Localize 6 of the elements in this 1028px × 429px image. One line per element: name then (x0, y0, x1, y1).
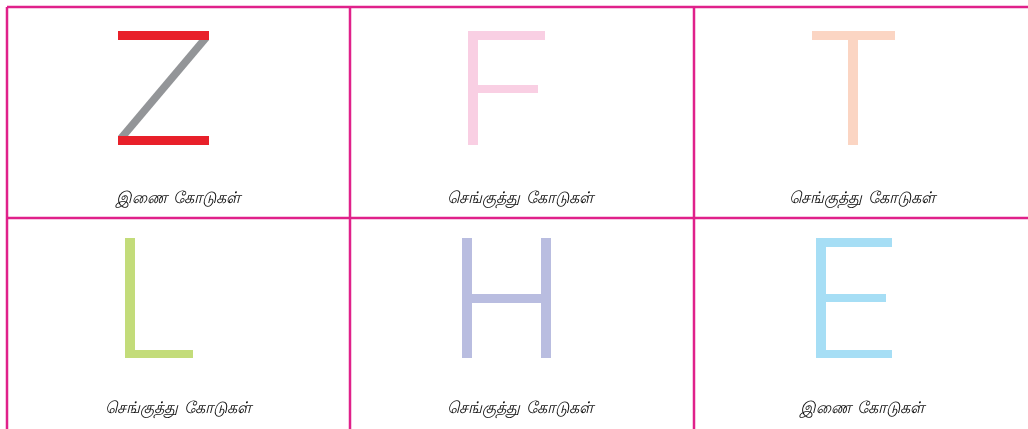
caption: செங்குத்து கோடுகள் (446, 398, 596, 419)
caption: இணை கோடுகள் (114, 188, 243, 209)
caption: இணை கோடுகள் (798, 398, 927, 419)
caption: செங்குத்து கோடுகள் (104, 398, 254, 419)
caption: செங்குத்து கோடுகள் (446, 188, 596, 209)
caption: செங்குத்து கோடுகள் (788, 188, 938, 209)
